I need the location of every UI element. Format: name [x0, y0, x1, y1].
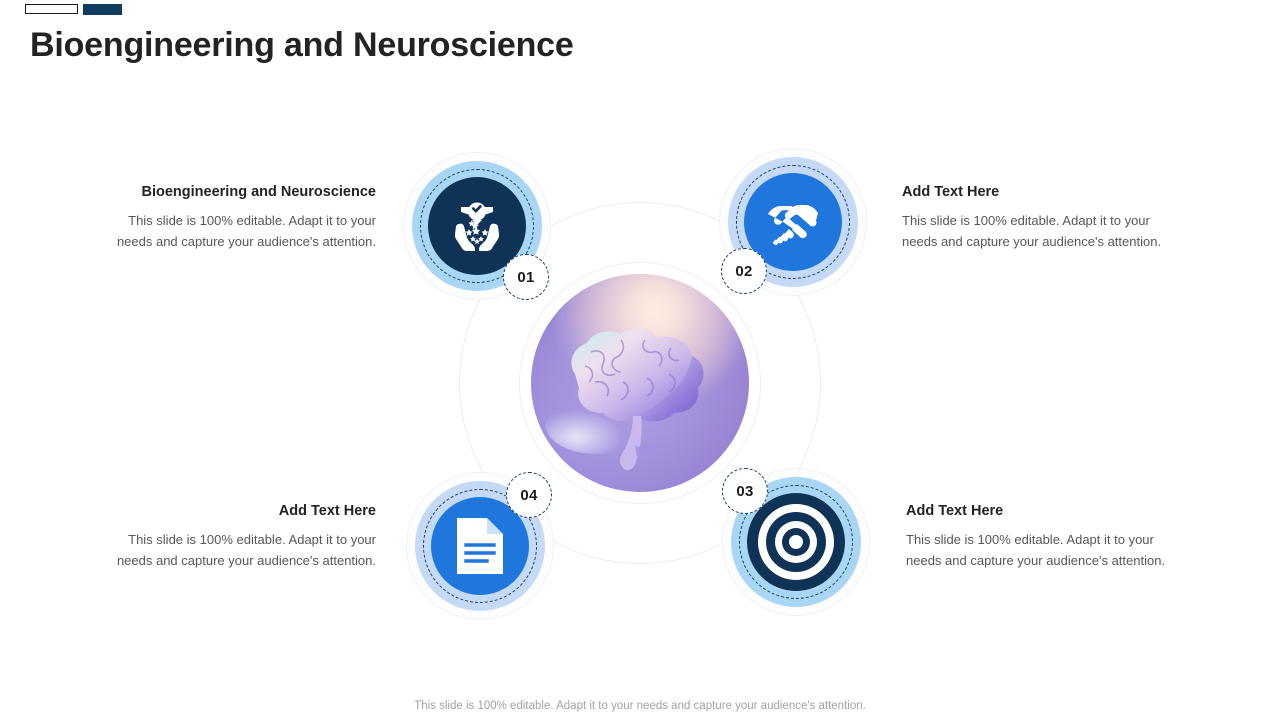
- target-bullseye-icon: [747, 493, 845, 591]
- node-cluster-01[interactable]: 01: [403, 152, 551, 300]
- connector-ring-inner: [519, 262, 761, 504]
- node-body: This slide is 100% editable. Adapt it to…: [902, 213, 1162, 250]
- node-badge-label: 03: [736, 482, 754, 500]
- brain-illustration-icon: [531, 274, 749, 492]
- node-badge-03[interactable]: 03: [722, 468, 768, 514]
- node-badge-label: 02: [735, 262, 753, 280]
- node-cluster-04[interactable]: 04: [406, 472, 554, 620]
- cluster-dashed-ring: [736, 165, 850, 279]
- accent-bar-filled: [83, 4, 122, 15]
- node-badge-04[interactable]: 04: [506, 472, 552, 518]
- node-text-02: Add Text Here This slide is 100% editabl…: [902, 183, 1170, 252]
- node-cluster-02[interactable]: 02: [719, 148, 867, 296]
- document-page-icon: [431, 497, 529, 595]
- node-badge-01[interactable]: 01: [503, 254, 549, 300]
- node-badge-label: 01: [517, 268, 535, 286]
- node-body: This slide is 100% editable. Adapt it to…: [116, 532, 376, 569]
- node-heading: Add Text Here: [906, 503, 1004, 519]
- node-cluster-03[interactable]: 03: [722, 468, 870, 616]
- cluster-dashed-ring: [423, 489, 537, 603]
- node-heading: Bioengineering and Neuroscience: [141, 184, 376, 200]
- cluster-dashed-ring: [739, 485, 853, 599]
- footer-note: This slide is 100% editable. Adapt it to…: [414, 700, 866, 712]
- node-body: This slide is 100% editable. Adapt it to…: [116, 213, 376, 250]
- hands-holding-award-icon: [428, 177, 526, 275]
- connector-ring-outer: [459, 202, 821, 564]
- node-text-03: Add Text Here This slide is 100% editabl…: [906, 502, 1174, 571]
- node-text-01: Bioengineering and Neuroscience This sli…: [108, 183, 376, 252]
- node-badge-label: 04: [520, 486, 538, 504]
- node-badge-02[interactable]: 02: [721, 248, 767, 294]
- page-title: Bioengineering and Neuroscience: [30, 26, 574, 64]
- node-body: This slide is 100% editable. Adapt it to…: [906, 532, 1166, 569]
- node-text-04: Add Text Here This slide is 100% editabl…: [108, 502, 376, 571]
- node-heading: Add Text Here: [278, 503, 376, 519]
- cluster-dashed-ring: [420, 169, 534, 283]
- node-heading: Add Text Here: [902, 184, 1000, 200]
- center-brain-node: [523, 266, 757, 500]
- accent-bar-outline: [25, 4, 78, 14]
